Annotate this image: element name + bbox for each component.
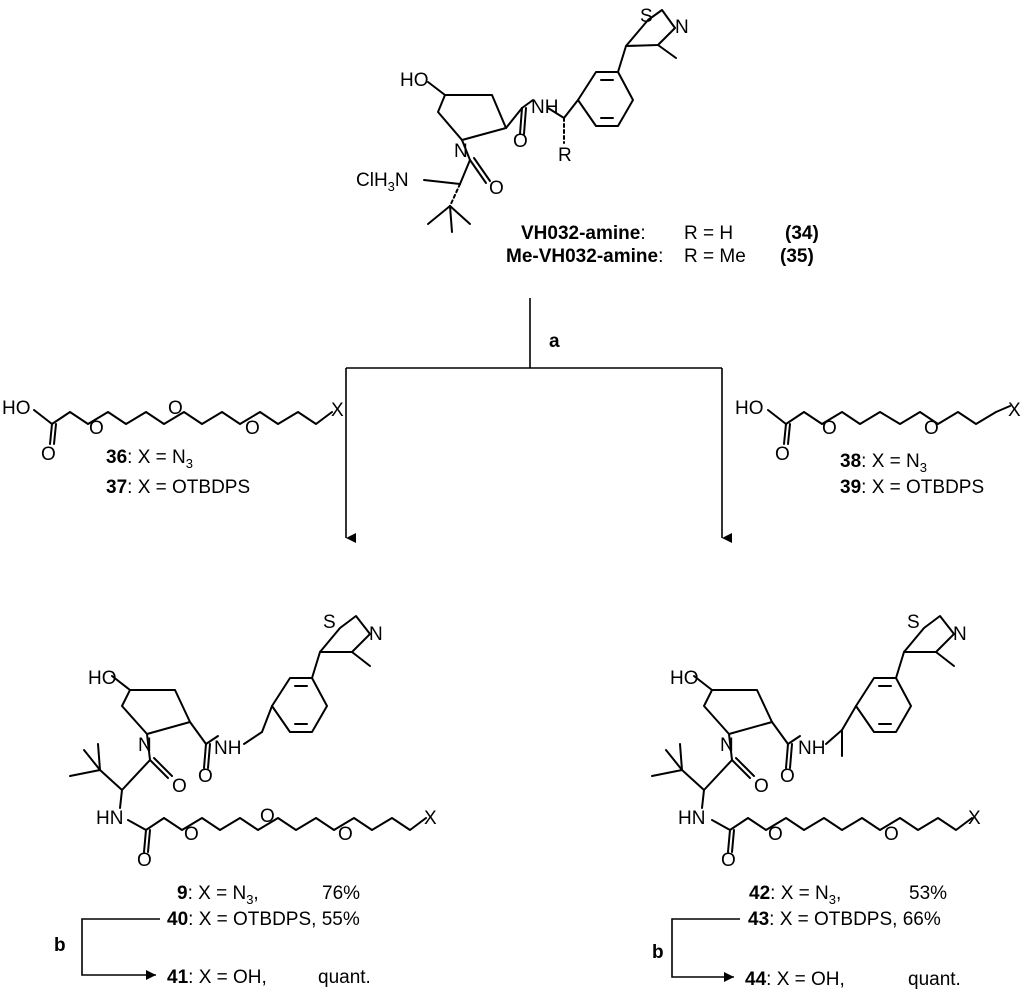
step-b-left-label: b [54,935,66,956]
compound-40-label: 40: X = OTBDPS, 55% [167,909,360,930]
pl-ether-o1: O [184,824,199,845]
linker-right-caption: 38: X = N3 39: X = OTBDPS [840,451,984,498]
pr-thiazole-s: S [907,612,920,633]
carbonyl-oxygen-label: O [513,131,528,152]
pl-ether-o3: O [338,824,353,845]
compound-34-number: (34) [785,223,819,244]
sm-line2-r: R = Me [684,246,746,267]
product-left-structure: HO N O NH O S N HN O O O O X [69,612,437,871]
pl-thiazole-n: N [369,624,383,645]
pl-carbonyl-o: O [198,766,213,787]
linker-right-structure: HO O O O X [735,398,1021,465]
hydroxyl-label: HO [400,70,429,91]
sm-line1: VH032-amine: [521,223,646,244]
r-group-label: R [558,145,572,166]
compound-9-label: 9: X = N3, [177,883,259,907]
pr-ether-o1: O [768,824,783,845]
pr-ether-o2: O [884,824,899,845]
pr-hydroxyl-label: HO [670,668,699,689]
step-b-right-arrow: b [652,918,740,982]
pr-amide-nh: NH [798,738,825,759]
amide-nh-label: NH [531,97,558,118]
compound-41-yield: quant. [318,967,371,988]
compound-44-label: 44: X = OH, [745,969,845,990]
starting-material-caption: VH032-amine: R = H (34) Me-VH032-amine: … [506,223,819,267]
compound-42-yield: 53% [909,883,947,904]
pl-ether-o2: O [260,806,275,827]
linker-left-ether-o1: O [89,418,104,439]
pl-hydroxyl-label: HO [88,668,117,689]
sm-line1-r: R = H [684,223,733,244]
compound-44-yield: quant. [908,969,961,990]
step-b-right-label: b [652,942,664,963]
product-left-caption: 9: X = N3, 76% 40: X = OTBDPS, 55% 41: X… [167,883,371,988]
linker-left-ether-o2: O [168,398,183,419]
pl-thiazole-s: S [323,612,336,633]
linker-right-ho: HO [735,398,764,419]
compound-41-label: 41: X = OH, [167,967,267,988]
starting-material-structure: HO N O NH R S N O ClH3N [356,6,689,233]
compound-37-label: 37: X = OTBDPS [106,477,250,498]
compound-36-label: 36: X = N3 [106,447,193,471]
linker-left-ether-o3: O [245,418,260,439]
compound-35-number: (35) [780,246,814,267]
compound-42-label: 42: X = N3, [749,883,841,907]
pr-hn-label: HN [678,808,705,829]
linker-right-ether-o2: O [924,418,939,439]
linker-left-x: X [331,400,344,421]
linker-left-carbonyl-o: O [41,444,56,465]
step-b-left-arrow: b [54,918,160,980]
step-a-label: a [549,331,560,352]
pr-thiazole-n: N [953,624,967,645]
pl-amide-nh: NH [214,738,241,759]
pyrrolidine-nitrogen-label: N [454,141,468,162]
ammonium-label: ClH3N [356,170,409,194]
linker-right-carbonyl-o: O [775,444,790,465]
pl-hn-label: HN [96,808,123,829]
pr-pyrrolidine-n: N [720,735,734,756]
pl-linker-carbonyl-o: O [137,850,152,871]
compound-39-label: 39: X = OTBDPS [840,477,984,498]
compound-9-yield: 76% [322,883,360,904]
compound-38-label: 38: X = N3 [840,451,927,475]
pr-linker-carbonyl-o: O [721,850,736,871]
thiazole-nitrogen-label: N [675,17,689,38]
linker-left-structure: HO O O O O X [2,398,344,465]
linker-right-x: X [1008,400,1021,421]
linker-right-ether-o1: O [822,418,837,439]
compound-43-label: 43: X = OTBDPS, 66% [748,909,941,930]
pr-x: X [968,808,981,829]
pl-pyrrolidine-n: N [138,735,152,756]
sm-line2: Me-VH032-amine: [506,246,663,267]
product-right-caption: 42: X = N3, 53% 43: X = OTBDPS, 66% 44: … [745,883,961,990]
reaction-arrows: a [345,298,732,543]
linker-left-caption: 36: X = N3 37: X = OTBDPS [106,447,250,498]
carbonyl-oxygen-label-2: O [489,178,504,199]
pl-carbonyl-o-2: O [172,776,187,797]
product-right-structure: HO N O NH O S N HN O O O X [651,612,981,871]
linker-left-ho: HO [2,398,31,419]
pr-carbonyl-o: O [780,766,795,787]
pl-x: X [424,808,437,829]
thiazole-sulfur-label: S [640,6,653,27]
pr-carbonyl-o-2: O [754,776,769,797]
